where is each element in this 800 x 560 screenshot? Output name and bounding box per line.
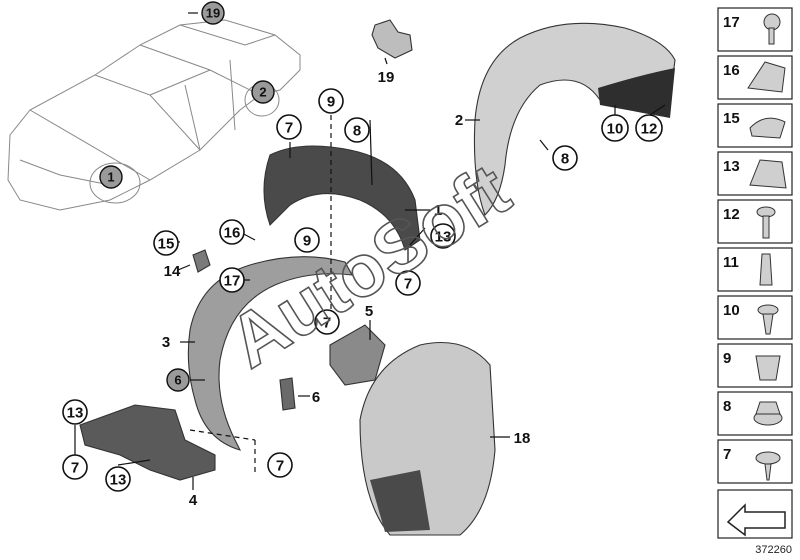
legend-row-15: 15 xyxy=(717,103,793,148)
part-19-bracket xyxy=(371,19,413,59)
svg-text:12: 12 xyxy=(723,206,740,223)
legend-row-16: 16 xyxy=(717,55,793,100)
car-outline xyxy=(7,19,301,211)
legend-row-9: 9 xyxy=(717,343,793,388)
svg-text:8: 8 xyxy=(353,123,361,140)
svg-text:16: 16 xyxy=(723,62,740,79)
callout-8-b: 8 xyxy=(552,145,578,171)
label-6: 6 xyxy=(312,389,320,406)
legend-arrow-box xyxy=(717,489,793,539)
svg-text:16: 16 xyxy=(224,225,241,242)
svg-text:7: 7 xyxy=(404,276,412,293)
legend-row-17: 17 xyxy=(717,7,793,52)
callout-12: 12 xyxy=(635,114,663,142)
svg-text:8: 8 xyxy=(561,151,569,168)
legend-row-11: 11 xyxy=(717,247,793,292)
label-2: 2 xyxy=(455,112,463,129)
svg-text:13: 13 xyxy=(67,405,84,422)
car-callout-19: 19 xyxy=(201,1,225,25)
svg-text:8: 8 xyxy=(723,398,731,415)
svg-text:9: 9 xyxy=(327,94,335,111)
callout-7-c: 7 xyxy=(314,309,340,335)
svg-text:7: 7 xyxy=(723,446,731,463)
part-3-liner xyxy=(187,256,353,451)
callout-17: 17 xyxy=(219,267,245,293)
part-6-clip xyxy=(279,377,296,411)
part-4-cover xyxy=(79,404,216,481)
callout-8-a: 8 xyxy=(344,117,370,143)
callout-7-b: 7 xyxy=(395,270,421,296)
svg-text:2: 2 xyxy=(259,85,266,100)
label-3: 3 xyxy=(162,334,170,351)
svg-text:7: 7 xyxy=(323,315,331,332)
legend-row-7: 7 xyxy=(717,439,793,484)
svg-text:7: 7 xyxy=(285,120,293,137)
reference-number: 372260 xyxy=(755,544,792,556)
label-1: 1 xyxy=(434,202,442,219)
svg-text:9: 9 xyxy=(723,350,731,367)
label-4: 4 xyxy=(189,492,198,509)
callout-15: 15 xyxy=(153,230,179,256)
svg-text:7: 7 xyxy=(276,458,284,475)
callout-13-c: 13 xyxy=(105,466,131,492)
car-callout-1: 1 xyxy=(99,165,123,189)
callout-6-grey: 6 xyxy=(166,368,190,392)
svg-text:13: 13 xyxy=(110,472,127,489)
svg-text:19: 19 xyxy=(206,6,220,21)
legend-row-8: 8 xyxy=(717,391,793,436)
svg-text:10: 10 xyxy=(723,302,740,319)
svg-text:6: 6 xyxy=(174,373,181,388)
svg-text:11: 11 xyxy=(723,254,739,271)
callout-7-a: 7 xyxy=(276,114,302,140)
svg-text:15: 15 xyxy=(158,236,175,253)
part-5-plate xyxy=(329,324,386,386)
svg-text:13: 13 xyxy=(435,229,452,246)
legend-row-13: 13 xyxy=(717,151,793,196)
legend-row-12: 12 xyxy=(717,199,793,244)
label-18: 18 xyxy=(514,430,531,447)
callout-7-d: 7 xyxy=(62,454,88,480)
svg-text:13: 13 xyxy=(723,158,740,175)
part-2-liner xyxy=(473,22,676,216)
callout-16: 16 xyxy=(219,219,245,245)
part-14-clip xyxy=(192,249,211,273)
svg-text:1: 1 xyxy=(107,170,114,185)
part-1-liner xyxy=(263,145,421,251)
car-callout-2: 2 xyxy=(251,80,275,104)
legend-column: 17 16 15 13 12 11 xyxy=(717,7,793,539)
leader-lines xyxy=(74,12,666,490)
part-18-grille xyxy=(370,470,430,532)
svg-text:17: 17 xyxy=(723,14,740,31)
svg-text:17: 17 xyxy=(224,273,241,290)
label-14: 14 xyxy=(164,263,181,280)
svg-text:9: 9 xyxy=(303,233,311,250)
callout-10: 10 xyxy=(601,114,629,142)
callout-13-b: 13 xyxy=(62,399,88,425)
svg-text:10: 10 xyxy=(607,121,624,138)
svg-text:15: 15 xyxy=(723,110,740,127)
legend-row-10: 10 xyxy=(717,295,793,340)
svg-text:12: 12 xyxy=(641,121,658,138)
svg-text:7: 7 xyxy=(71,460,79,477)
part-10-12-pad xyxy=(598,68,675,118)
callout-9-b: 9 xyxy=(294,227,320,253)
label-5: 5 xyxy=(365,303,373,320)
callout-9-a: 9 xyxy=(318,88,344,114)
label-19: 19 xyxy=(378,69,395,86)
callout-13-a: 13 xyxy=(430,223,456,249)
callout-7-e: 7 xyxy=(267,452,293,478)
